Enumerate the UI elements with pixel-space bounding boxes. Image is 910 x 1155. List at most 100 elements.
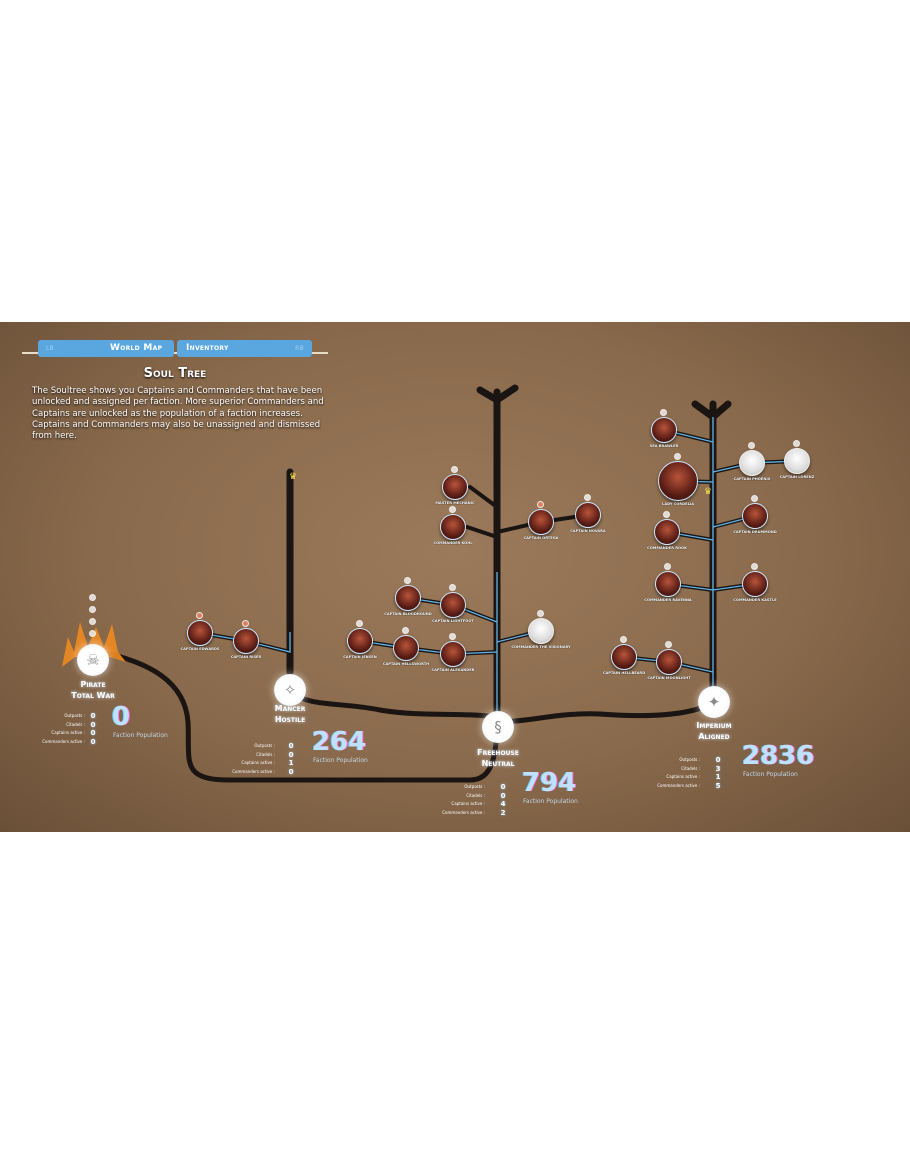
tab-world-map[interactable]: LB World Map <box>38 340 174 357</box>
character-portrait[interactable] <box>655 571 681 597</box>
character-name: Captain Hellbeard <box>602 670 646 675</box>
imperium-root <box>494 699 717 725</box>
class-badge-icon <box>242 620 249 627</box>
mancer-crown-icon: ♛ <box>289 472 298 482</box>
character-portrait[interactable] <box>742 571 768 597</box>
character-portrait[interactable] <box>233 628 259 654</box>
tab-inventory[interactable]: Inventory RB <box>177 340 312 357</box>
character-portrait[interactable] <box>739 450 765 476</box>
pirate-outposts-count: 0 <box>90 712 96 720</box>
freehouse-citadels-count: 0 <box>500 791 506 800</box>
mancer-citadels-count: 0 <box>288 750 294 759</box>
mancer-flame-icon: ✧ <box>283 681 297 699</box>
character-portrait[interactable] <box>528 618 554 644</box>
character-name: Captain Jensen <box>343 654 377 659</box>
pirate-citadels-label: Citadels : <box>66 721 85 727</box>
mancer-population-value: 264 <box>312 727 367 757</box>
pirate-captains-count: 0 <box>90 729 96 737</box>
mancer-commanders-count: 0 <box>288 767 294 776</box>
lb-hint: LB <box>46 345 55 352</box>
mancer-population-label: Faction Population <box>313 757 368 764</box>
character-portrait[interactable] <box>654 519 680 545</box>
character-name: Captain Alexander <box>431 667 475 672</box>
freehouse-faction-emblem[interactable]: § <box>482 711 514 743</box>
freehouse-citadels-label: Citadels : <box>466 792 485 798</box>
mancer-captains-label: Captains active : <box>241 760 275 765</box>
pirate-faction-status: Total War <box>71 691 115 700</box>
freehouse-commanders-count: 2 <box>500 808 506 817</box>
character-portrait[interactable] <box>658 461 698 501</box>
imperium-star-icon: ✦ <box>707 693 721 711</box>
locked-slot-icon <box>89 630 96 637</box>
character-portrait[interactable] <box>611 644 637 670</box>
tab-world-map-label: World Map <box>110 343 163 353</box>
imperium-captains-label: Captains active : <box>666 774 700 779</box>
class-badge-icon <box>449 584 456 591</box>
imperium-captains-count: 1 <box>715 773 721 781</box>
class-badge-icon <box>674 453 681 460</box>
pirate-root <box>97 649 500 783</box>
imperium-faction-emblem[interactable]: ✦ <box>698 686 730 718</box>
character-portrait[interactable] <box>784 448 810 474</box>
character-name: Captain Lightfoot <box>432 618 474 623</box>
class-badge-icon <box>537 610 544 617</box>
page-title: Soul Tree <box>143 366 207 381</box>
freehouse-seahorse-icon: § <box>494 718 502 736</box>
tab-rail <box>22 352 328 354</box>
imperium-crown-icon: ♛ <box>704 487 713 497</box>
mancer-faction-emblem[interactable]: ✧ <box>274 674 306 706</box>
class-badge-icon <box>793 440 800 447</box>
class-badge-icon <box>537 501 544 508</box>
class-badge-icon <box>356 620 363 627</box>
character-name: Lady Cordelia <box>662 501 694 506</box>
rb-hint: RB <box>295 345 304 352</box>
character-portrait[interactable] <box>395 585 421 611</box>
mancer-captains-count: 1 <box>288 759 294 767</box>
character-name: Captain Drummond <box>733 529 777 534</box>
freehouse-commanders-label: Commanders active : <box>442 809 485 815</box>
mancer-outposts-label: Outposts : <box>254 743 275 748</box>
class-badge-icon <box>449 506 456 513</box>
character-portrait[interactable] <box>187 620 213 646</box>
class-badge-icon <box>751 495 758 502</box>
character-portrait[interactable] <box>651 417 677 443</box>
character-portrait[interactable] <box>742 503 768 529</box>
character-portrait[interactable] <box>347 628 373 654</box>
character-name: Captain Novara <box>570 528 606 533</box>
character-name: Captain Edwards <box>180 646 220 651</box>
character-name: Captain Moonlight <box>647 675 691 680</box>
imperium-trunk <box>691 400 732 696</box>
pirate-population-label: Faction Population <box>113 732 168 739</box>
class-badge-icon <box>665 641 672 648</box>
soul-tree-screen: LB World Map Inventory RB Soul Tree The … <box>0 322 910 832</box>
freehouse-outposts-label: Outposts : <box>464 784 485 789</box>
character-portrait[interactable] <box>440 641 466 667</box>
character-name: Commander Kohl <box>433 540 473 545</box>
freehouse-outposts-count: 0 <box>500 783 506 791</box>
character-portrait[interactable] <box>442 474 468 500</box>
imperium-population-value: 2836 <box>742 741 815 771</box>
mancer-outposts-count: 0 <box>288 742 294 750</box>
character-name: Sea Brawler <box>649 443 679 448</box>
character-portrait[interactable] <box>440 514 466 540</box>
character-name: Captain Phoenix <box>733 476 771 481</box>
character-portrait[interactable] <box>528 509 554 535</box>
locked-slot-icon <box>89 618 96 625</box>
imperium-commanders-label: Commanders active : <box>657 782 700 788</box>
character-portrait[interactable] <box>656 649 682 675</box>
freehouse-captains-label: Captains active : <box>451 801 485 806</box>
pirate-captains-label: Captains active : <box>51 730 85 735</box>
top-tab-bar: LB World Map Inventory RB <box>22 338 328 362</box>
pirate-faction-emblem[interactable]: ☠ <box>77 644 109 676</box>
character-portrait[interactable] <box>575 502 601 528</box>
locked-slot-icon <box>89 606 96 613</box>
character-portrait[interactable] <box>440 592 466 618</box>
class-badge-icon <box>751 563 758 570</box>
locked-slot-icon <box>89 594 96 601</box>
class-badge-icon <box>196 612 203 619</box>
imperium-population-label: Faction Population <box>743 771 798 778</box>
class-badge-icon <box>402 627 409 634</box>
character-portrait[interactable] <box>393 635 419 661</box>
character-name: Captain Ortega <box>523 535 559 540</box>
character-name: Captain Hellsworth <box>382 661 430 666</box>
